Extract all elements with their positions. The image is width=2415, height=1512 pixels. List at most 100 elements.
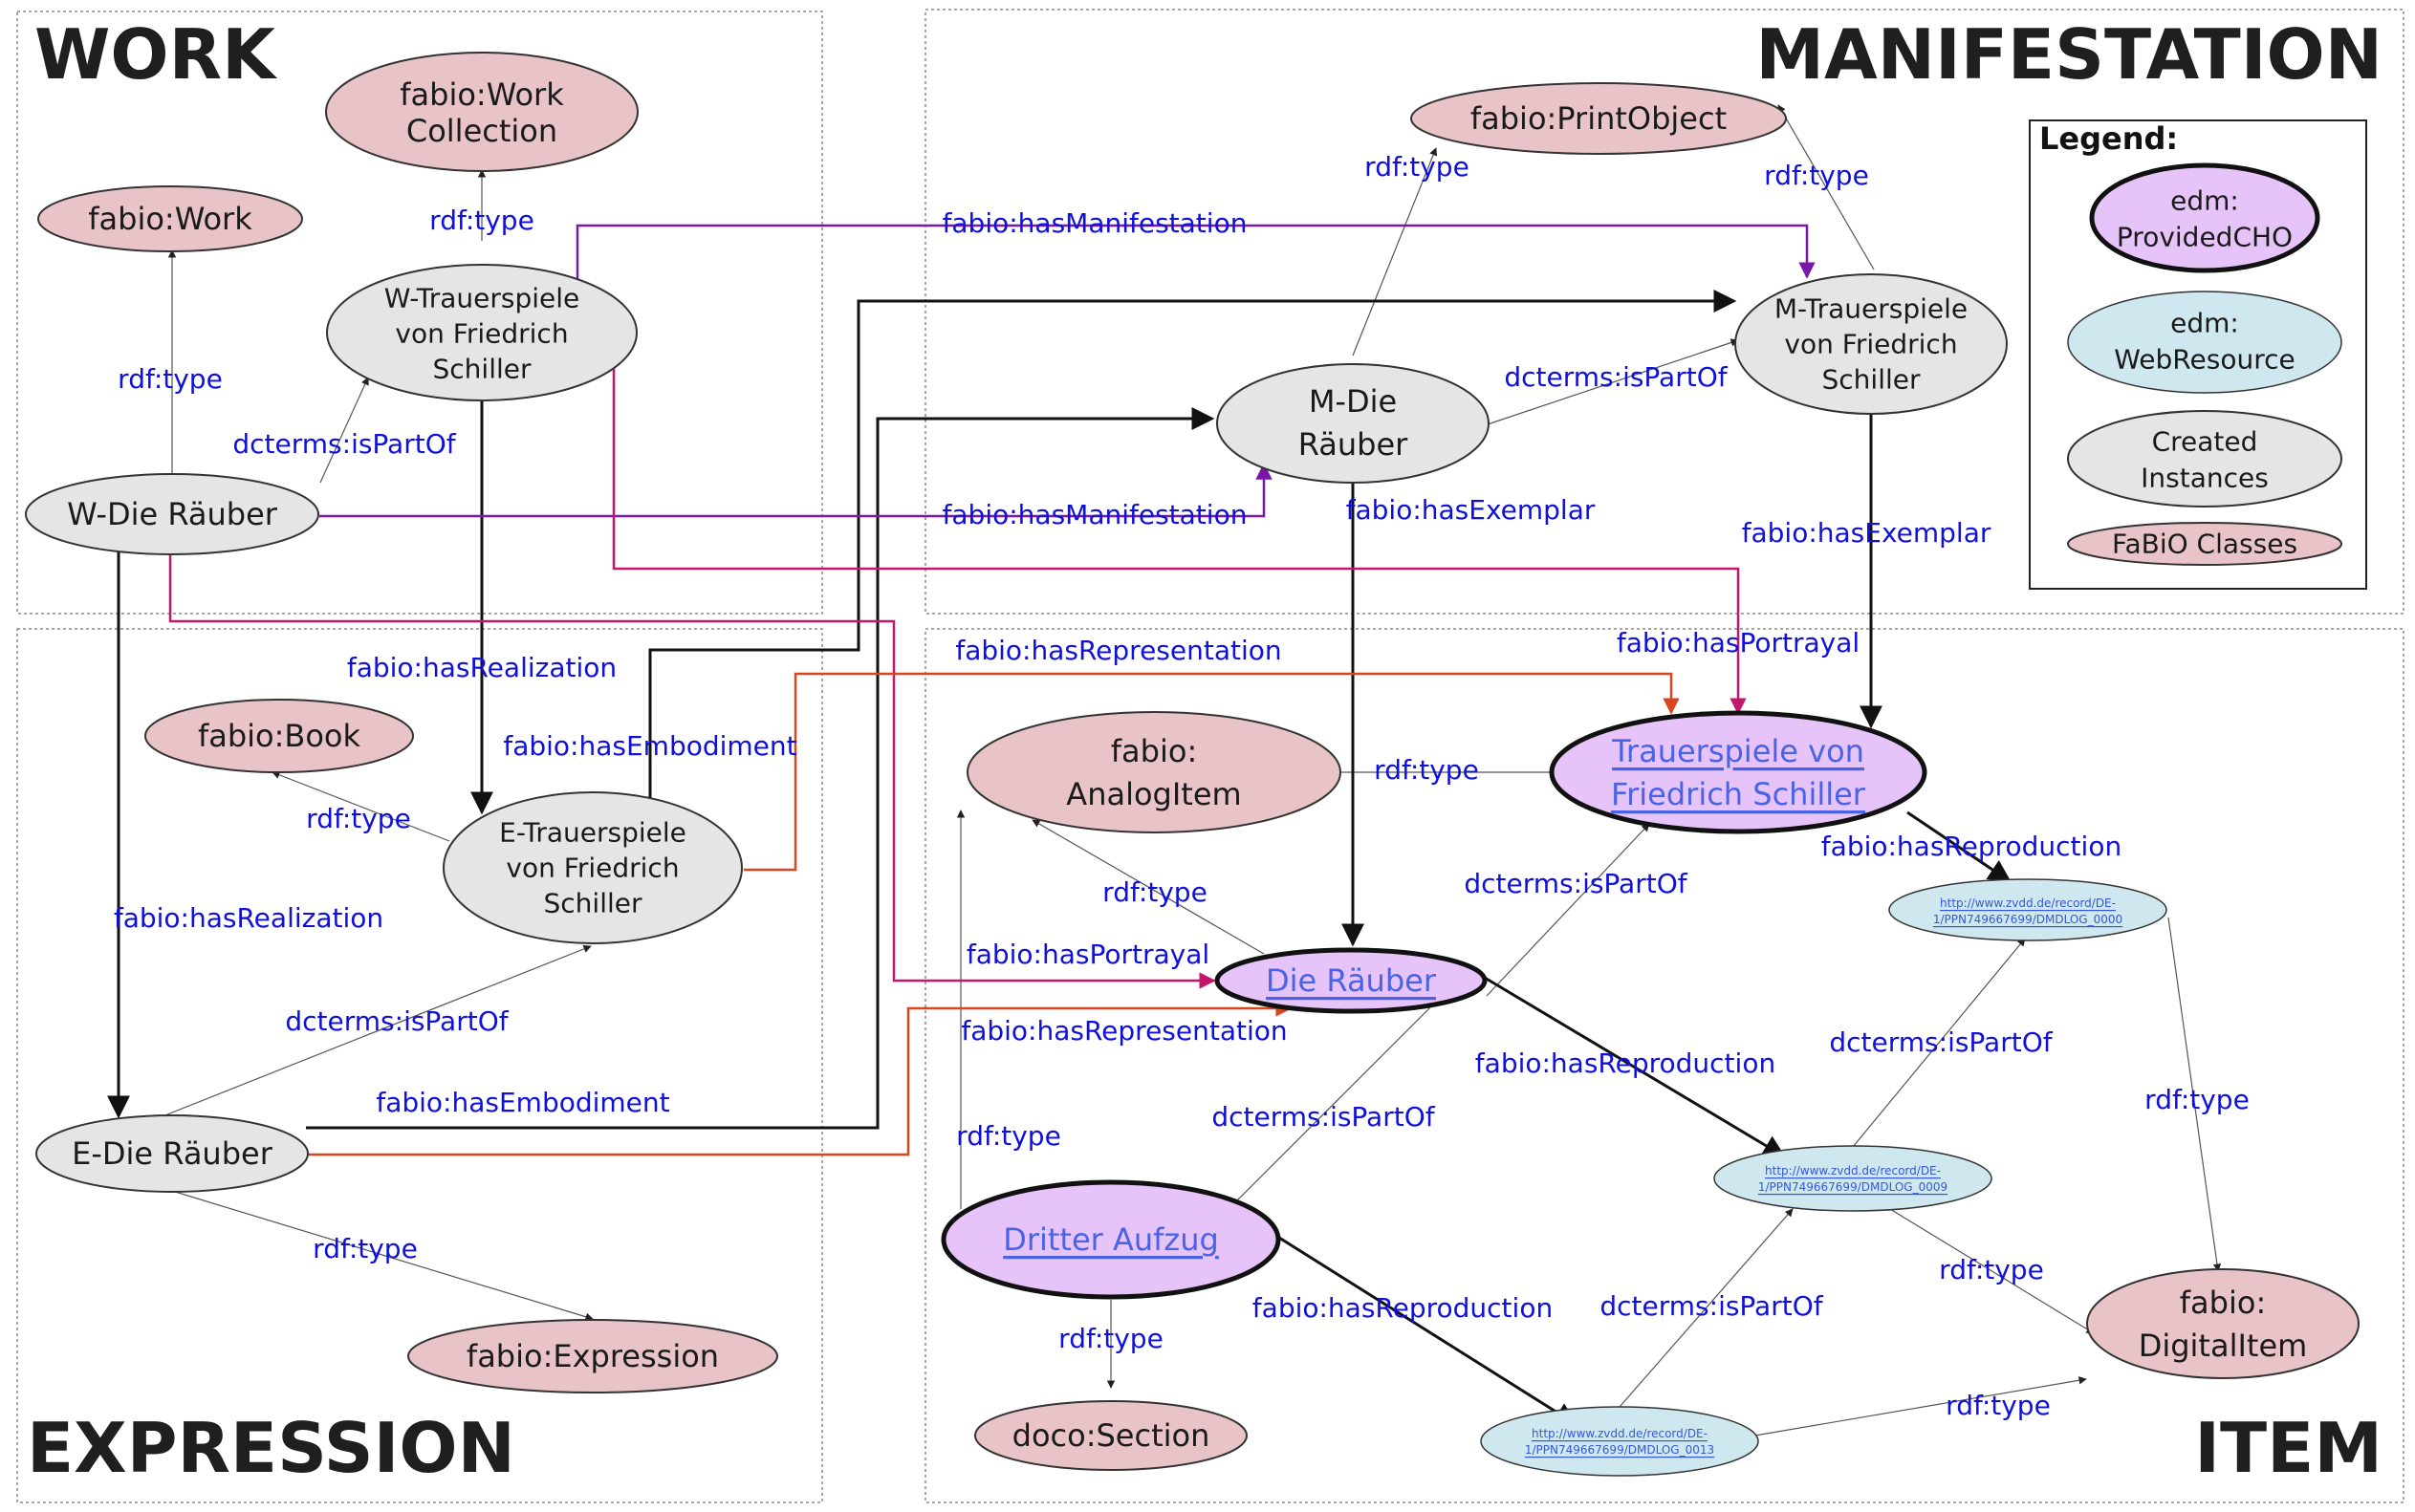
label-item-ispartof-top: dcterms:isPartOf bbox=[1464, 868, 1687, 899]
node-dritter-aufzug[interactable]: Dritter Aufzug bbox=[941, 1179, 1281, 1300]
node-fabio-expression[interactable]: fabio:Expression bbox=[407, 1319, 778, 1393]
label-wcoll-type: rdf:type bbox=[429, 205, 534, 236]
url-link-line[interactable]: http://www.zvdd.de/record/DE- bbox=[1940, 896, 2116, 910]
label-e-hasembodiment-bottom: fabio:hasEmbodiment bbox=[376, 1087, 669, 1118]
url-link-line[interactable]: http://www.zvdd.de/record/DE- bbox=[1765, 1164, 1941, 1177]
label-item-hasreproduction-top: fabio:hasReproduction bbox=[1821, 831, 2121, 862]
node-fabio-digitalitem[interactable]: fabio: DigitalItem bbox=[2086, 1268, 2360, 1379]
node-label-line: DigitalItem bbox=[2139, 1328, 2308, 1364]
edge-w-ispartof bbox=[319, 377, 369, 484]
node-label-line: fabio:Work bbox=[88, 201, 252, 237]
node-label-line: doco:Section bbox=[1012, 1417, 1210, 1454]
edge-trauer-hasreproduction bbox=[1906, 810, 2012, 883]
edge-labels: rdf:type rdf:type dcterms:isPartOf fabio… bbox=[114, 151, 2250, 1421]
node-trauerspiele-item[interactable]: Trauerspiele von Friedrich Schiller bbox=[1549, 710, 1927, 834]
node-label-line: fabio:Work bbox=[400, 76, 564, 113]
edge-e-die-hasembodiment bbox=[306, 407, 1215, 1130]
node-label-line: W-Die Räuber bbox=[67, 496, 278, 532]
legend-item-web-resource: edm: WebResource bbox=[2067, 291, 2342, 394]
label-has-representation-bottom: fabio:hasRepresentation bbox=[961, 1015, 1287, 1047]
label-url0000-type: rdf:type bbox=[2144, 1084, 2250, 1115]
label-e-expression-type: rdf:type bbox=[313, 1233, 418, 1264]
url-link-line[interactable]: 1/PPN749667699/DMDLOG_0013 bbox=[1525, 1443, 1714, 1457]
node-link-line[interactable]: Die Räuber bbox=[1266, 962, 1437, 999]
node-label-line: Schiller bbox=[1822, 364, 1921, 396]
edge-e-trauer-hasembodiment bbox=[648, 290, 1737, 801]
node-label-line: fabio:PrintObject bbox=[1470, 100, 1727, 137]
edge-url0009-type bbox=[1884, 1205, 2095, 1334]
node-link-line[interactable]: Friedrich Schiller bbox=[1611, 776, 1866, 812]
edge-w-trauer-hasportrayal bbox=[612, 368, 1747, 715]
node-label-line: fabio:Book bbox=[198, 718, 361, 754]
legend-label-line: edm: bbox=[2170, 185, 2239, 217]
edge-rauber-analog-type bbox=[1032, 819, 1265, 955]
node-w-trauerspiele[interactable]: W-Trauerspiele von Friedrich Schiller bbox=[326, 264, 638, 401]
label-wwork-type: rdf:type bbox=[118, 363, 223, 395]
edge-rauber-hasreproduction bbox=[1479, 973, 1787, 1158]
node-url-0013[interactable]: http://www.zvdd.de/record/DE- 1/PPN74966… bbox=[1480, 1406, 1759, 1477]
label-item-hasreproduction-mid: fabio:hasReproduction bbox=[1475, 1048, 1775, 1079]
label-dritter-type-section: rdf:type bbox=[1058, 1323, 1164, 1354]
legend-label-line: edm: bbox=[2170, 308, 2239, 339]
edge-e-trauer-hasrepresentation bbox=[744, 672, 1680, 872]
manifestation-title: MANIFESTATION bbox=[1755, 14, 2382, 95]
work-title: WORK bbox=[34, 14, 277, 95]
node-label-line: E-Trauerspiele bbox=[499, 817, 686, 849]
node-e-die-rauber[interactable]: E-Die Räuber bbox=[35, 1114, 309, 1193]
label-m-hasexemplar-right: fabio:hasExemplar bbox=[1742, 517, 1991, 549]
node-m-trauerspiele[interactable]: M-Trauerspiele von Friedrich Schiller bbox=[1734, 273, 2008, 415]
edge-dritter-hasreproduction bbox=[1278, 1236, 1578, 1426]
node-fabio-work[interactable]: fabio:Work bbox=[37, 185, 303, 252]
node-url-0000[interactable]: http://www.zvdd.de/record/DE- 1/PPN74966… bbox=[1888, 878, 2167, 941]
edge-e-book-type bbox=[272, 770, 450, 842]
edge-m2-printobject-type bbox=[1777, 104, 1875, 270]
node-fabio-printobject[interactable]: fabio:PrintObject bbox=[1410, 82, 1787, 155]
url-link-line[interactable]: http://www.zvdd.de/record/DE- bbox=[1532, 1427, 1708, 1440]
node-label-line: fabio: bbox=[2180, 1285, 2266, 1321]
label-e-book-type: rdf:type bbox=[306, 803, 411, 834]
node-fabio-work-collection[interactable]: fabio:Work Collection bbox=[325, 52, 639, 172]
label-m-printobject-type-right: rdf:type bbox=[1764, 160, 1869, 191]
node-label-line: AnalogItem bbox=[1066, 776, 1241, 812]
node-die-rauber-item[interactable]: Die Räuber bbox=[1214, 947, 1488, 1014]
label-has-portrayal-bottom: fabio:hasPortrayal bbox=[967, 939, 1209, 970]
label-w-hasmanifestation-bottom: fabio:hasManifestation bbox=[943, 499, 1248, 530]
label-w-hasrealization-top: fabio:hasRealization bbox=[347, 652, 617, 683]
label-e-hasembodiment-top: fabio:hasEmbodiment bbox=[503, 730, 796, 762]
label-w-hasmanifestation-top: fabio:hasManifestation bbox=[943, 207, 1248, 239]
node-fabio-book[interactable]: fabio:Book bbox=[144, 699, 414, 773]
node-url-0009[interactable]: http://www.zvdd.de/record/DE- 1/PPN74966… bbox=[1713, 1145, 1992, 1212]
node-doco-section[interactable]: doco:Section bbox=[974, 1400, 1248, 1471]
node-label-line: von Friedrich bbox=[395, 318, 568, 350]
edge-w-die-hasportrayal bbox=[168, 554, 1216, 989]
node-link-line[interactable]: Trauerspiele von bbox=[1611, 733, 1864, 769]
legend-title: Legend: bbox=[2039, 120, 2178, 157]
label-url0009-type: rdf:type bbox=[1939, 1254, 2044, 1285]
legend-item-fabio-classes: FaBiO Classes bbox=[2067, 522, 2342, 566]
label-analog-type-top: rdf:type bbox=[1374, 754, 1479, 786]
label-has-portrayal-top: fabio:hasPortrayal bbox=[1617, 627, 1860, 659]
label-url-ispartof-top: dcterms:isPartOf bbox=[1829, 1026, 2053, 1058]
nodes: fabio:Work Collection fabio:Work W-Traue… bbox=[25, 52, 2360, 1477]
node-label-line: Collection bbox=[406, 113, 557, 149]
label-url0013-type: rdf:type bbox=[1946, 1390, 2051, 1421]
edge-w-trauer-hasmanifestation bbox=[576, 224, 1816, 289]
node-w-die-rauber[interactable]: W-Die Räuber bbox=[25, 473, 319, 555]
node-m-die-rauber[interactable]: M-Die Räuber bbox=[1216, 363, 1490, 484]
node-label-line: fabio: bbox=[1111, 733, 1197, 769]
url-link-line[interactable]: 1/PPN749667699/DMDLOG_0009 bbox=[1758, 1180, 1947, 1194]
label-analog-type-mid: rdf:type bbox=[1102, 876, 1208, 908]
edge-m-printobject-type bbox=[1352, 147, 1438, 356]
legend-label-line: ProvidedCHO bbox=[2117, 222, 2293, 253]
manifestation-quadrant bbox=[925, 9, 2404, 615]
node-e-trauerspiele[interactable]: E-Trauerspiele von Friedrich Schiller bbox=[443, 791, 743, 944]
edge-m-ispartof bbox=[1481, 338, 1739, 427]
url-link-line[interactable]: 1/PPN749667699/DMDLOG_0000 bbox=[1933, 913, 2122, 926]
node-label-line: Schiller bbox=[433, 354, 532, 385]
label-m-hasexemplar-left: fabio:hasExemplar bbox=[1346, 494, 1596, 526]
label-m-ispartof: dcterms:isPartOf bbox=[1504, 361, 1728, 393]
legend: Legend: edm: ProvidedCHO edm: WebResourc… bbox=[2029, 119, 2367, 590]
node-link-line[interactable]: Dritter Aufzug bbox=[1003, 1221, 1219, 1258]
node-fabio-analogitem[interactable]: fabio: AnalogItem bbox=[967, 711, 1341, 833]
